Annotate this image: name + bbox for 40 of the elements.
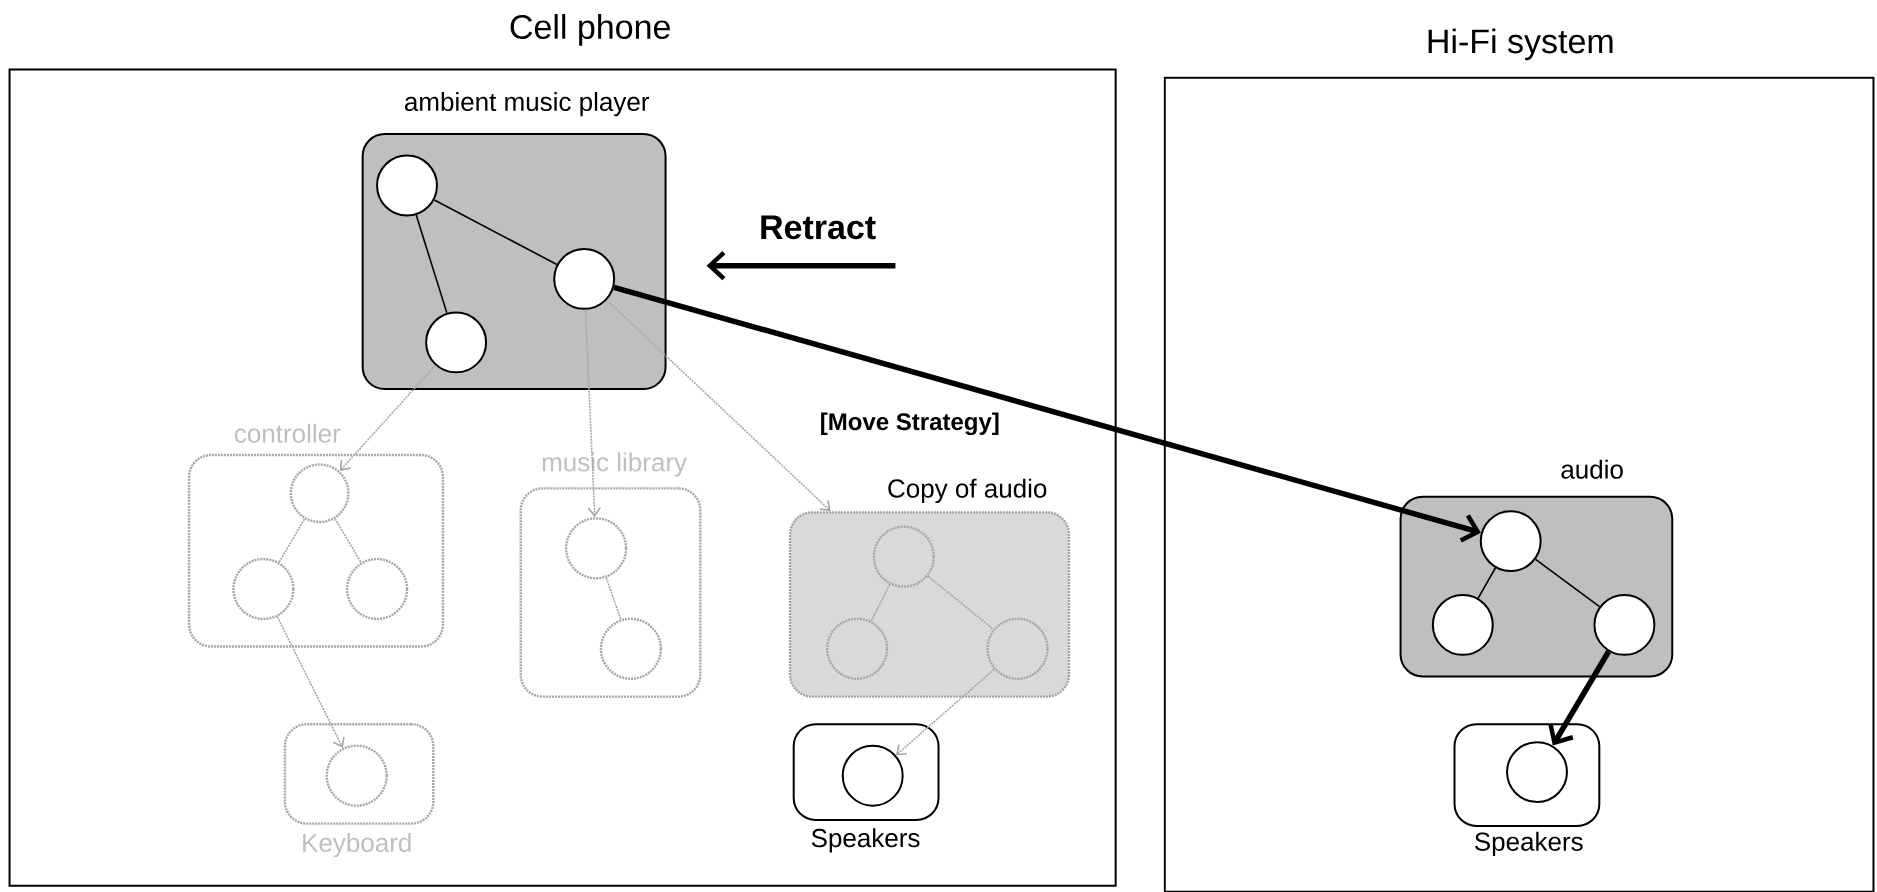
arrow xyxy=(706,251,896,281)
node-label: ambient music player xyxy=(404,91,650,117)
circle xyxy=(1479,510,1542,573)
circle xyxy=(1506,741,1568,804)
circle xyxy=(599,617,663,680)
circle xyxy=(289,463,350,524)
arrow xyxy=(584,309,602,518)
node-label: Speakers xyxy=(1474,831,1583,857)
arrow xyxy=(605,299,831,512)
circle xyxy=(841,744,904,807)
circle xyxy=(425,311,488,374)
arrow xyxy=(276,616,345,748)
edge-label: Retract xyxy=(761,215,876,240)
arrow xyxy=(896,668,995,756)
node-label: audio xyxy=(1561,459,1623,479)
circle xyxy=(376,154,438,217)
node-label: controller xyxy=(234,423,341,443)
node-label: Copy of audio xyxy=(888,478,1047,503)
arrow xyxy=(339,364,437,471)
note-label: [Move Strategy] xyxy=(821,412,999,436)
component-box: Keyboard xyxy=(283,723,435,858)
component-box: controller xyxy=(187,423,445,648)
circle xyxy=(232,557,295,621)
circle xyxy=(986,617,1049,680)
circle xyxy=(825,617,889,680)
circle xyxy=(325,744,388,807)
circle xyxy=(1431,593,1494,656)
node-label: Cell phone xyxy=(510,14,670,46)
node-label: Keyboard xyxy=(303,833,411,858)
arrow xyxy=(613,284,1481,543)
circle xyxy=(564,517,628,580)
node-label: Speakers xyxy=(811,828,920,853)
node-label: Hi-Fi system xyxy=(1428,28,1613,61)
component-box: Copy of audio xyxy=(788,478,1071,698)
circle xyxy=(345,557,409,621)
component-box: music library xyxy=(519,452,702,698)
node-label: music library xyxy=(542,452,687,477)
circle xyxy=(553,247,616,310)
circle xyxy=(1593,593,1656,656)
circle xyxy=(872,525,935,588)
